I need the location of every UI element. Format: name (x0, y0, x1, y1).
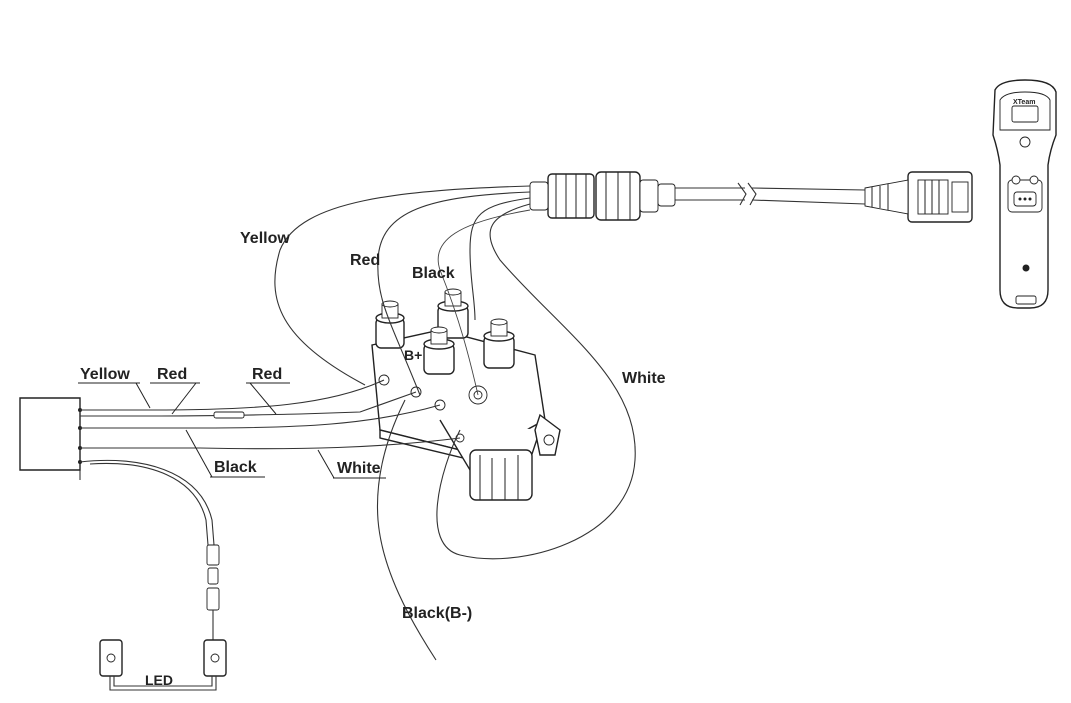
label-black-top: Black (412, 265, 455, 282)
label-red-mid: Red (252, 366, 282, 383)
wire-black-top (469, 197, 531, 321)
remote-cable (675, 182, 866, 206)
handheld-remote: XTeam (992, 79, 1057, 309)
label-black-b-minus: Black(B-) (402, 605, 472, 622)
label-yellow-top: Yellow (240, 230, 290, 247)
wire-white-inner (437, 209, 531, 396)
led-lead-wire (79, 459, 220, 640)
wire-red-left (80, 391, 417, 419)
terminal-post-4 (483, 318, 515, 369)
wire-yellow-left (80, 379, 385, 411)
wire-black-b-minus (376, 399, 437, 661)
label-red-top: Red (350, 252, 380, 269)
label-white-mid: White (337, 460, 381, 477)
wire-red-top (377, 191, 531, 396)
label-black-left: Black (214, 459, 257, 476)
terminal-post-b-plus (423, 326, 455, 375)
label-white-right: White (622, 370, 666, 387)
led-light-bar (99, 639, 227, 691)
label-led: LED (145, 672, 173, 688)
label-red-left: Red (157, 366, 187, 383)
terminal-post-1 (375, 300, 405, 349)
label-yellow-left: Yellow (80, 366, 130, 383)
label-b-plus: B+ (404, 347, 422, 363)
wire-white-right (436, 203, 636, 560)
remote-plug (864, 171, 973, 223)
wire-yellow-top (274, 185, 531, 386)
cable-connector (529, 171, 676, 221)
wire-white-left (80, 437, 461, 450)
wire-black-left (80, 404, 441, 429)
control-box (19, 397, 82, 480)
solenoid-contactor (371, 288, 561, 501)
remote-logo-text: XTeam (1013, 99, 1035, 106)
